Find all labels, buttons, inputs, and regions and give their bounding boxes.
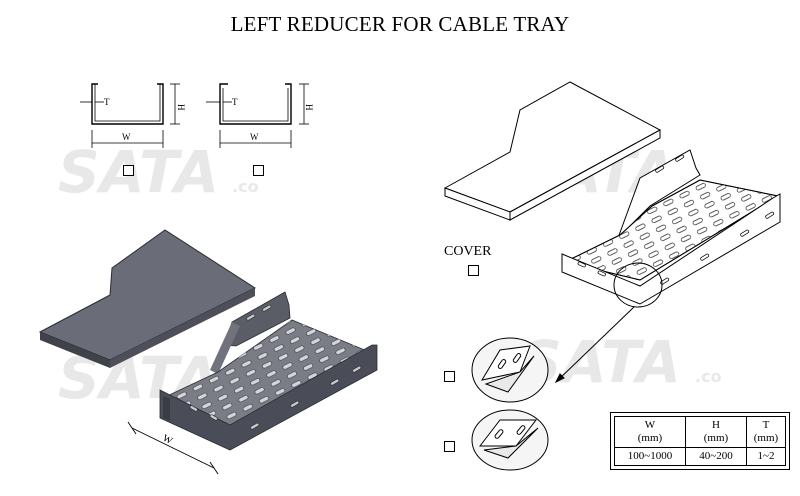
profile-1-checkbox[interactable] [123,165,134,176]
profile-h-label: H [176,104,186,111]
detail-joint-2 [471,409,549,471]
detail-joint-1 [471,337,549,403]
watermark-suffix: .co [232,177,259,196]
header-h: H(mm) [685,416,747,448]
value-h: 40~200 [685,447,747,466]
cover-label: COVER [444,244,492,259]
profile-section-1 [80,83,180,148]
tray-width-dimension [127,421,219,475]
profile-h-label: H [304,104,314,111]
tray-rendered [159,291,378,451]
joint-2-checkbox[interactable] [444,441,455,452]
tray-line-art [561,149,781,305]
profile-t-label: T [232,97,238,107]
table-row: W(mm) H(mm) T(mm) [614,416,786,448]
cover-rendered [38,229,257,368]
table-row: 100~1000 40~200 1~2 [614,447,786,466]
value-t: 1~2 [746,447,786,466]
profile-t-label: T [104,97,110,107]
profile-w-label: W [250,132,259,142]
tray-width-label: W [161,433,175,447]
profile-section-2 [206,83,309,148]
profile-w-label: W [122,132,131,142]
joint-1-checkbox[interactable] [444,371,455,382]
detail-callout [554,262,663,384]
header-t: T(mm) [746,416,786,448]
watermark-text: SATA [58,138,219,206]
header-w: W(mm) [614,416,686,448]
page-title: LEFT REDUCER FOR CABLE TRAY [230,12,570,36]
cover-checkbox[interactable] [468,265,479,276]
watermark-suffix: .co [695,367,722,386]
profile-2-checkbox[interactable] [253,165,264,176]
spec-table: W(mm) H(mm) T(mm) 100~1000 40~200 1~2 [610,412,790,470]
value-w: 100~1000 [614,447,686,466]
cover-line-art [443,81,662,221]
